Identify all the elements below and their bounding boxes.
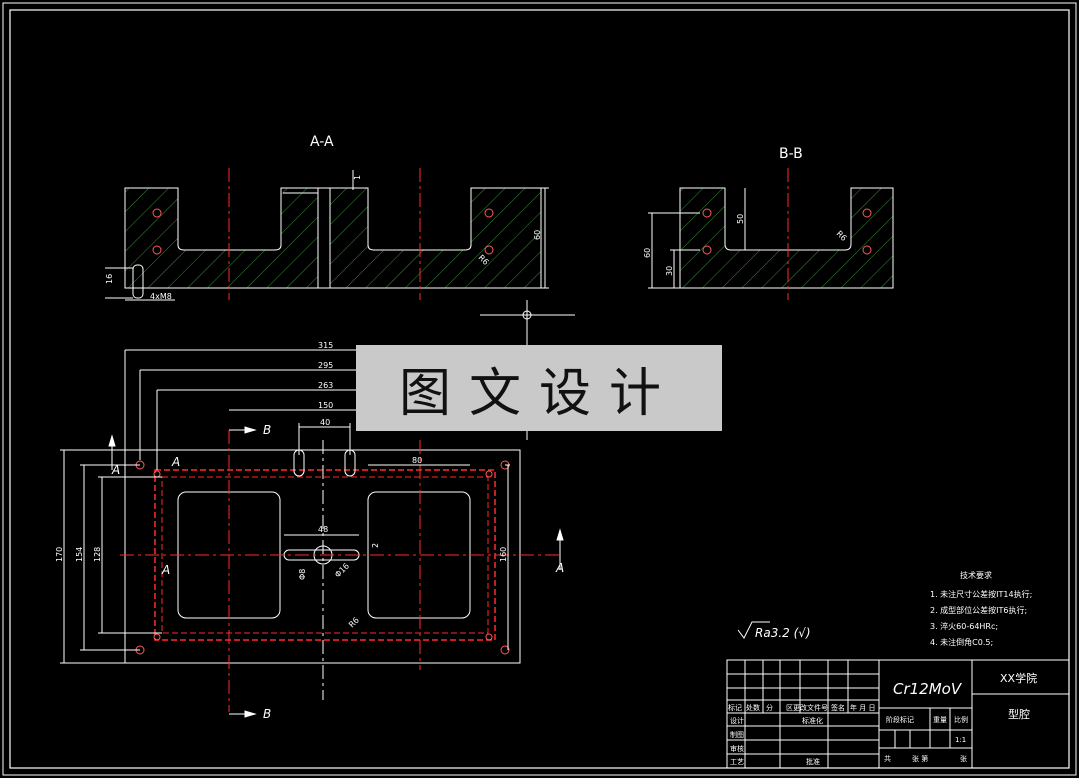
dim-aa-holes: 4xM8	[150, 292, 172, 301]
tb-role: 设计	[730, 716, 744, 725]
dim-80: 80	[412, 456, 422, 465]
tb-header: 年 月 日	[850, 703, 875, 712]
marker-a-inner: A	[171, 455, 180, 469]
tech-req-title: 技术要求	[960, 570, 992, 580]
dim-295: 295	[318, 361, 333, 370]
dim-48: 48	[318, 525, 328, 534]
dim-128: 128	[93, 547, 102, 562]
dim-263: 263	[318, 381, 333, 390]
tb-role: 制图	[730, 730, 744, 739]
tech-req-item: 3. 淬火60-64HRc;	[930, 621, 998, 631]
marker-a-left: A	[111, 463, 120, 477]
section-aa-view: A-A 60 1 R6 16 4xM8	[105, 134, 549, 301]
dim-r10: R6	[347, 616, 361, 630]
dim-2: 2	[371, 543, 380, 548]
tb-stage-mark: 阶段标记	[886, 715, 914, 724]
tb-header: 标记	[728, 703, 742, 712]
tb-scale-label: 比例	[954, 715, 968, 724]
dim-aa-height: 60	[533, 230, 542, 240]
dim-315: 315	[318, 341, 333, 350]
dim-150: 150	[318, 401, 333, 410]
dim-bb-60: 60	[643, 248, 652, 258]
tech-req-item: 1. 未注尺寸公差按IT14执行;	[930, 589, 1032, 599]
section-bb-hole	[702, 245, 712, 255]
tech-req-item: 2. 成型部位公差按IT6执行;	[930, 605, 1027, 615]
tb-role: 工艺	[730, 758, 744, 766]
section-bb-hole	[862, 245, 872, 255]
tb-approve: 批准	[806, 757, 820, 766]
tb-header: 区	[786, 704, 793, 712]
section-bb-hole	[862, 208, 872, 218]
section-bb-label: B-B	[779, 146, 803, 162]
dim-aa-step: 1	[353, 175, 362, 180]
section-aa-hole	[484, 245, 494, 255]
dim-170: 170	[55, 547, 64, 562]
section-bb-hole	[702, 208, 712, 218]
tb-school: XX学院	[1000, 671, 1037, 685]
section-aa-hole	[152, 208, 162, 218]
section-aa-body	[124, 187, 542, 289]
drawing-border-inner	[9, 9, 1070, 769]
tb-weight: 重量	[933, 716, 947, 724]
tb-part-name: 型腔	[1008, 707, 1030, 721]
roughness-label: Ra3.2 (√)	[755, 626, 811, 640]
surface-roughness: Ra3.2 (√)	[737, 621, 811, 640]
section-aa-label: A-A	[310, 134, 334, 150]
tb-sheets-label: 张 第	[912, 754, 928, 763]
corner-hole	[500, 645, 510, 655]
guide-pin-detail	[132, 264, 144, 299]
tb-header: 签名	[831, 703, 845, 712]
corner-hole	[153, 633, 161, 641]
marker-b-bottom: B	[263, 707, 271, 721]
tb-header: 更改文件号	[793, 703, 828, 712]
section-bb-view: B-B 60 30 50 R6	[643, 146, 894, 300]
section-aa-hole	[484, 208, 494, 218]
title-block: Cr12MoV XX学院 型腔 标记 处数 分 区 更改文件号 签名 年 月 日…	[726, 659, 1070, 769]
tb-header: 处数	[746, 703, 760, 712]
marker-a-right: A	[555, 561, 564, 575]
marker-b-top: B	[263, 423, 271, 437]
marker-a-mid: A	[161, 563, 170, 577]
dim-phi16: Φ16	[333, 561, 351, 579]
dim-154: 154	[75, 547, 84, 562]
plan-outline	[124, 449, 521, 664]
section-aa-slot	[317, 187, 331, 289]
dim-phi8: Φ8	[298, 569, 307, 580]
dim-bb-30: 30	[665, 266, 674, 276]
dim-aa-pin-height: 16	[105, 274, 114, 284]
tb-sheets-total: 共	[884, 754, 891, 763]
tb-header: 分	[766, 703, 773, 712]
watermark-banner: 图文设计	[356, 345, 722, 431]
tb-scale: 1:1	[955, 736, 966, 744]
dim-bb-50: 50	[736, 214, 745, 224]
dim-40: 40	[320, 418, 330, 427]
dim-160: 160	[499, 547, 508, 562]
corner-hole	[153, 470, 161, 478]
corner-hole	[485, 470, 493, 478]
technical-requirements: 技术要求 1. 未注尺寸公差按IT14执行; 2. 成型部位公差按IT6执行; …	[930, 570, 1032, 647]
tb-sheet-unit: 张	[960, 754, 967, 763]
corner-hole	[485, 633, 493, 641]
section-aa-hole	[152, 245, 162, 255]
tech-req-item: 4. 未注倒角C0.5;	[930, 637, 993, 647]
plan-view: 315 295 263 150 40 80 48 2 Φ8 Φ16 R6 170…	[55, 300, 575, 721]
tb-material: Cr12MoV	[893, 680, 963, 698]
section-bb-body	[679, 187, 894, 289]
dim-bb-radius: R6	[835, 229, 849, 243]
tb-role: 审核	[730, 744, 744, 753]
tb-standardize: 标准化	[802, 716, 823, 725]
